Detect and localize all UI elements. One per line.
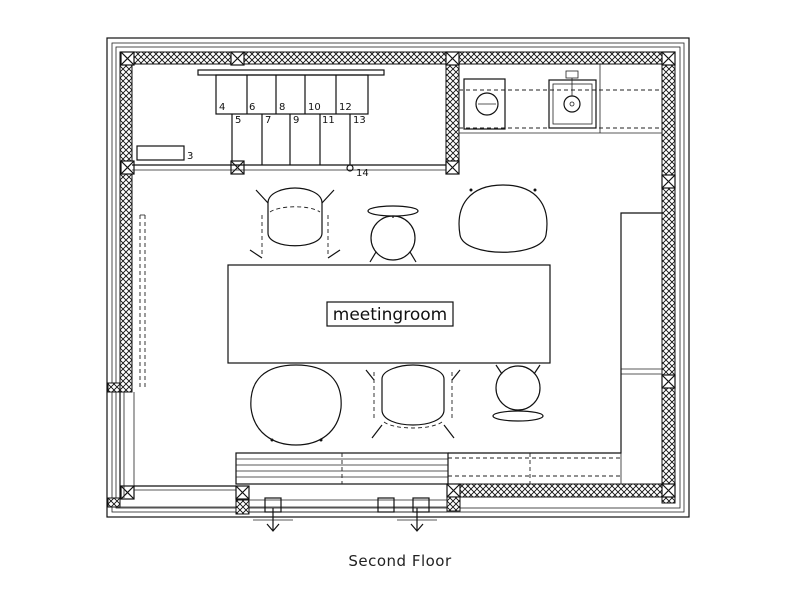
- stair-step-4: 4: [219, 102, 225, 113]
- stair-step-7: 7: [265, 115, 271, 126]
- stair-step-9: 9: [293, 115, 299, 126]
- stair-step-3: 3: [187, 151, 193, 162]
- post: [120, 160, 135, 175]
- chair-bottom-middle: [365, 364, 461, 439]
- post: [661, 483, 676, 498]
- stair-step-10: 10: [308, 102, 321, 113]
- post: [446, 483, 461, 498]
- east-cabinet: [448, 212, 662, 484]
- staircase: 4 6 8 10 12 5 7 9 11 13 3 14: [136, 69, 385, 179]
- stair-step-5: 5: [235, 115, 241, 126]
- stair-step-8: 8: [279, 102, 285, 113]
- chair-top-left: [249, 187, 341, 259]
- stair-step-6: 6: [249, 102, 255, 113]
- column-posts: [120, 51, 676, 500]
- wall-stubs: [107, 382, 461, 515]
- post: [661, 174, 676, 189]
- outer-frame: [106, 37, 690, 518]
- stair-step-12: 12: [339, 102, 352, 113]
- stair-step-11: 11: [322, 115, 335, 126]
- stove: [463, 78, 506, 130]
- entrance-opening: [249, 497, 447, 532]
- post: [445, 160, 460, 175]
- stool-bottom-right: [492, 364, 544, 422]
- meeting-table: meetingroom: [227, 264, 551, 364]
- post: [120, 485, 135, 500]
- interior-lines: [119, 164, 446, 508]
- post: [120, 51, 135, 66]
- kitchenette: [459, 64, 662, 134]
- post: [661, 51, 676, 66]
- plan-caption: Second Floor: [348, 552, 452, 570]
- post: [230, 51, 245, 66]
- post: [235, 485, 250, 500]
- post: [230, 160, 245, 175]
- stair-step-13: 13: [353, 115, 366, 126]
- room-label-box: [326, 301, 454, 327]
- stool-top-middle: [367, 205, 419, 263]
- room-label: meetingroom: [333, 305, 447, 325]
- post: [661, 374, 676, 389]
- post: [445, 51, 460, 66]
- stair-step-14: 14: [356, 168, 369, 179]
- bench: [235, 452, 449, 485]
- chair-bottom-left: [250, 364, 342, 446]
- chair-top-right: [458, 184, 548, 253]
- sink: [548, 79, 597, 129]
